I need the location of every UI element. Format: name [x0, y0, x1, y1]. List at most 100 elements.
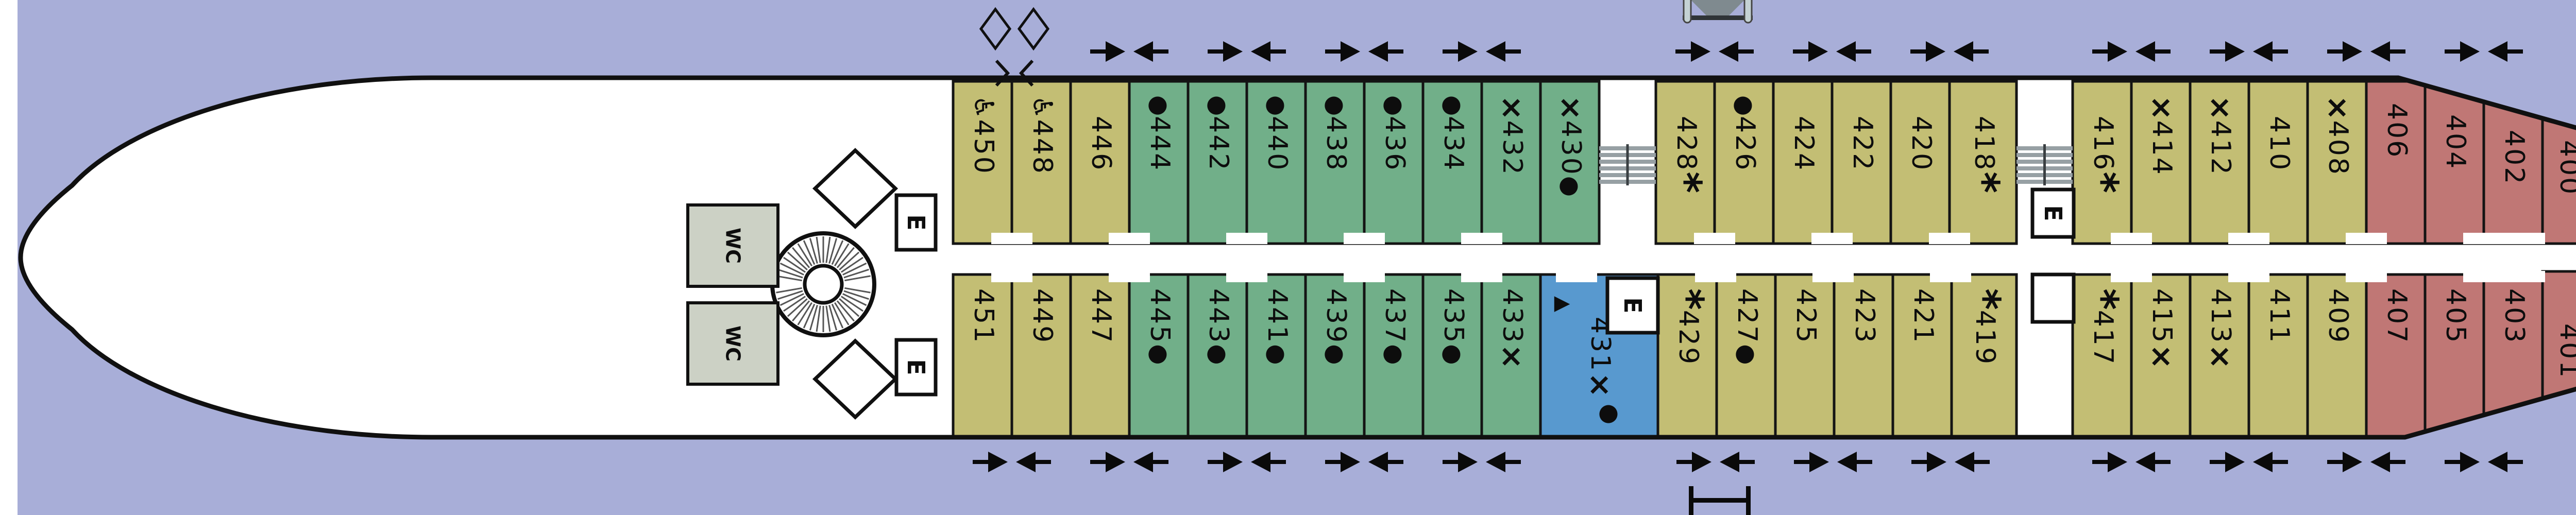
cabin-438-label: ●438	[1320, 95, 1351, 171]
cabin-451[interactable]: 451	[952, 273, 1013, 437]
cabin-402-label: 402	[2499, 130, 2530, 185]
cabin-422[interactable]: 422	[1831, 80, 1892, 245]
cabin-405-label: 405	[2440, 288, 2471, 344]
cabin-448[interactable]: ♿448	[1010, 80, 1072, 245]
cabin-442[interactable]: ●442	[1187, 80, 1248, 245]
cabin-449-label: 449	[1027, 288, 1058, 344]
cabin-door-notch	[1694, 233, 1735, 244]
cabin-416[interactable]: 416*	[2071, 80, 2133, 245]
cabin-443-label: 443●	[1203, 288, 1234, 365]
cabin-432[interactable]: ×432	[1480, 80, 1542, 245]
cabin-409[interactable]: 409	[2306, 273, 2368, 437]
cabin-435[interactable]: 435●	[1421, 273, 1483, 437]
cabin-door-notch	[1461, 271, 1502, 282]
cabin-407[interactable]: 407	[2365, 273, 2427, 437]
elevator-label: E	[902, 359, 930, 375]
ibeam-marker-icon	[1689, 486, 1751, 515]
cabin-443[interactable]: 443●	[1187, 273, 1248, 437]
cabin-421[interactable]: 421	[1891, 273, 1953, 437]
cabin-423-label: 423	[1849, 288, 1880, 344]
cabin-427[interactable]: 427●	[1715, 273, 1777, 437]
cabin-door-notch	[1226, 233, 1267, 244]
cabin-421-label: 421	[1908, 288, 1939, 344]
cabin-419-label: *419	[1961, 288, 2009, 366]
elevator: E	[894, 338, 938, 397]
cabin-424-label: 424	[1788, 116, 1819, 171]
cabin-427-label: 427●	[1732, 288, 1762, 365]
twin-beds-arrows-icon	[1911, 452, 1990, 472]
cabin-411[interactable]: 411	[2247, 273, 2309, 437]
cabin-428[interactable]: 428*	[1654, 80, 1716, 245]
cabin-433-label: 433×	[1495, 288, 1530, 369]
cabin-410[interactable]: 410	[2247, 80, 2309, 245]
cabin-418[interactable]: 418*	[1948, 80, 2018, 245]
cabin-433[interactable]: 433×	[1480, 273, 1542, 437]
cabin-434-label: ●434	[1438, 95, 1469, 171]
cabin-door-notch	[991, 233, 1032, 244]
cabin-417[interactable]: *417	[2071, 273, 2133, 437]
cabin-door-notch	[1226, 271, 1267, 282]
cabin-412[interactable]: ×412	[2189, 80, 2250, 245]
cabin-431-dot-icon: ●	[1598, 398, 1619, 426]
cabin-414-label: ×414	[2144, 95, 2179, 176]
cabin-door-notch	[2504, 233, 2545, 244]
cabin-442-label: ●442	[1203, 95, 1234, 171]
cabin-438[interactable]: ●438	[1304, 80, 1366, 245]
cabin-415[interactable]: 415×	[2130, 273, 2192, 437]
cabin-413[interactable]: 413×	[2189, 273, 2250, 437]
cabin-401-label: 401	[2554, 323, 2576, 379]
twin-beds-arrows-icon	[1325, 452, 1403, 472]
cabin-414[interactable]: ×414	[2130, 80, 2192, 245]
cabin-door-notch	[1930, 271, 1971, 282]
cabin-419[interactable]: *419	[1950, 273, 2018, 437]
cabin-404-label: 404	[2440, 114, 2471, 170]
cabin-446[interactable]: 446	[1069, 80, 1131, 245]
stair-landing-box	[2030, 272, 2076, 324]
cabin-440[interactable]: ●440	[1245, 80, 1307, 245]
cabin-door-notch	[1109, 233, 1150, 244]
elevator-label: E	[1619, 297, 1647, 313]
cabin-446-label: 446	[1086, 116, 1116, 171]
cabin-408[interactable]: ×408	[2306, 80, 2368, 245]
cabin-430[interactable]: ×430●	[1539, 80, 1601, 245]
cabin-441[interactable]: 441●	[1245, 273, 1307, 437]
cabin-410-label: 410	[2264, 116, 2295, 171]
cabin-439[interactable]: 439●	[1304, 273, 1366, 437]
cabin-445[interactable]: 445●	[1128, 273, 1190, 437]
wc-room: WC	[686, 203, 779, 288]
cabin-door-notch	[2463, 233, 2504, 244]
cabin-436[interactable]: ●436	[1363, 80, 1425, 245]
cabin-423[interactable]: 423	[1833, 273, 1894, 437]
cabin-432-label: ×432	[1495, 95, 1530, 176]
connecting-cabins-icon	[979, 7, 1050, 87]
cabin-406-label: 406	[2381, 103, 2412, 159]
cabin-420[interactable]: 420	[1889, 80, 1951, 245]
twin-beds-arrows-icon	[1676, 452, 1755, 472]
twin-beds-arrows-icon	[973, 452, 1051, 472]
cabin-424[interactable]: 424	[1772, 80, 1834, 245]
cabin-449[interactable]: 449	[1010, 273, 1072, 437]
cabin-437[interactable]: 437●	[1363, 273, 1425, 437]
cabin-426[interactable]: ●426	[1713, 80, 1775, 245]
cabin-425[interactable]: 425	[1774, 273, 1836, 437]
cabin-434[interactable]: ●434	[1421, 80, 1483, 245]
cabin-415-label: 415×	[2144, 288, 2179, 369]
cabin-429[interactable]: *429	[1656, 273, 1718, 437]
cabin-448-label: ♿448	[1027, 95, 1058, 175]
ship-hull-outline	[18, 75, 2576, 440]
cabin-451-label: 451	[968, 288, 999, 344]
cabin-406[interactable]: 406	[2365, 80, 2427, 245]
cabin-444[interactable]: ●444	[1128, 80, 1190, 245]
cabin-405[interactable]: 405	[2424, 273, 2485, 437]
cabin-429-label: *429	[1665, 288, 1713, 366]
cabin-436-label: ●436	[1379, 95, 1410, 171]
twin-beds-arrows-icon	[1325, 41, 1403, 62]
cabin-431[interactable]: 431×▶●	[1539, 273, 1659, 437]
cabin-404[interactable]: 404	[2424, 80, 2485, 245]
cabin-425-label: 425	[1790, 288, 1821, 344]
cabin-450[interactable]: ♿450	[952, 80, 1013, 245]
cabin-409-label: 409	[2323, 288, 2353, 344]
twin-beds-arrows-icon	[1794, 452, 1872, 472]
cabin-447[interactable]: 447	[1069, 273, 1131, 437]
